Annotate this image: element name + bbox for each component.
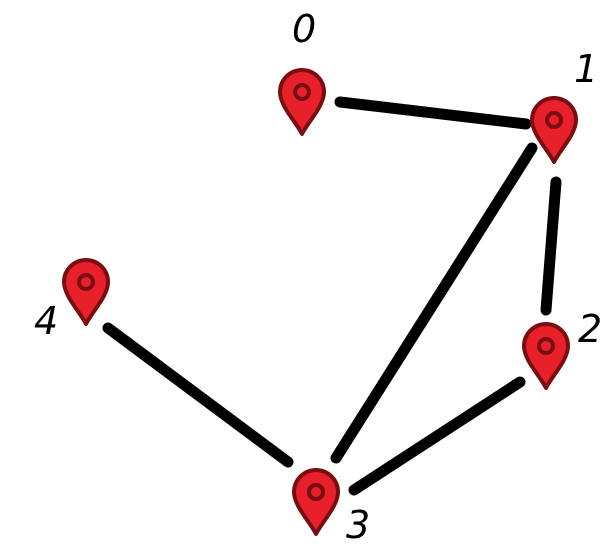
map-pin-icon — [62, 258, 110, 326]
node-2: 2 — [522, 307, 602, 390]
nodes-layer: 0 1 2 3 4 — [34, 7, 602, 547]
node-label-1: 1 — [574, 47, 598, 91]
node-0: 0 — [278, 7, 326, 136]
node-label-2: 2 — [578, 307, 602, 351]
edge-2-3 — [348, 376, 526, 496]
node-1: 1 — [530, 47, 598, 164]
node-4: 4 — [34, 258, 110, 343]
edge-1-3 — [330, 142, 538, 464]
map-pin-icon — [278, 68, 326, 136]
map-pin-icon — [530, 96, 578, 164]
map-pin-icon — [522, 322, 570, 390]
edge-1-2 — [540, 176, 562, 316]
map-pin-icon — [292, 468, 340, 536]
node-label-0: 0 — [292, 7, 316, 51]
node-label-3: 3 — [346, 503, 370, 547]
edge-3-4 — [102, 322, 294, 468]
node-3: 3 — [292, 468, 370, 547]
node-label-4: 4 — [34, 299, 58, 343]
edges-layer — [102, 96, 562, 496]
edge-0-1 — [334, 96, 532, 130]
